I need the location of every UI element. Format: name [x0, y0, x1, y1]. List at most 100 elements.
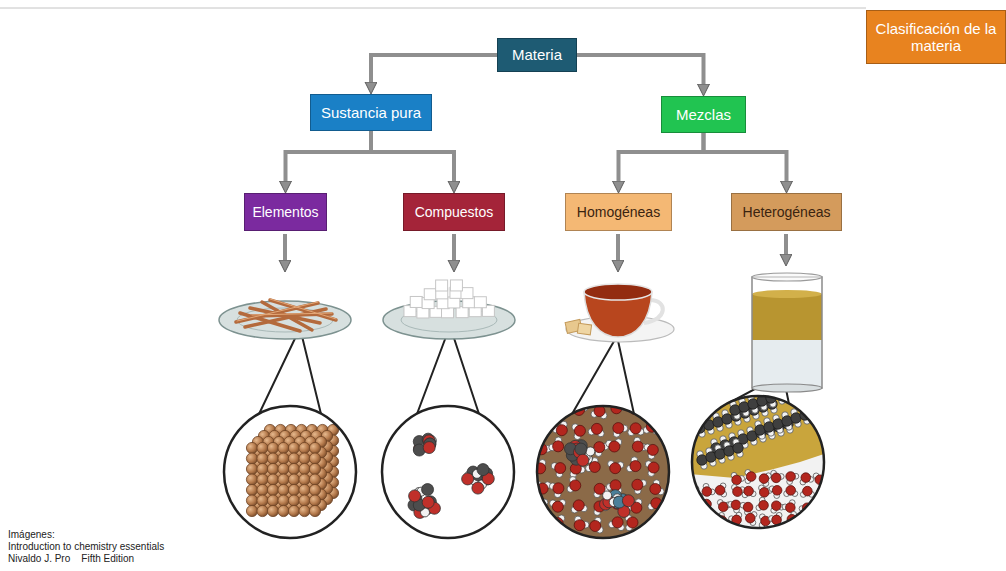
- callout-wedge: [572, 336, 634, 414]
- sugar-cube: [424, 289, 436, 300]
- copper-rod: [270, 300, 336, 320]
- copper-atom: [278, 474, 289, 485]
- oxygen-atom: [772, 501, 782, 511]
- oxygen-atom: [650, 483, 661, 494]
- oil-surface: [752, 290, 822, 298]
- oxygen-atom: [632, 479, 643, 490]
- oxygen-atom: [814, 499, 824, 509]
- copper-atom: [267, 453, 278, 464]
- copper-atom: [267, 484, 278, 495]
- node-label: Heterogéneas: [743, 204, 831, 220]
- credit-line: Nivaldo J. Pro Fifth Edition: [8, 553, 164, 565]
- copper-atom: [278, 505, 289, 516]
- hydrogen-atom: [815, 514, 821, 520]
- node-label: Sustancia pura: [321, 104, 421, 121]
- hydrogen-atom: [695, 419, 701, 425]
- connector-arrow: [371, 55, 497, 86]
- callout-wedge: [259, 328, 321, 414]
- zoom-circle-ground: [537, 406, 669, 538]
- copper-atom: [246, 495, 257, 506]
- oxygen-atom: [732, 475, 742, 485]
- hydrogen-atom: [572, 402, 579, 409]
- copper-atom: [246, 474, 257, 485]
- oxygen-atom: [533, 421, 544, 432]
- oxygen-atom: [648, 462, 659, 473]
- down-arrows: [285, 234, 786, 264]
- hydrogen-atom: [690, 499, 696, 505]
- atom: [462, 473, 474, 485]
- oxygen-atom: [745, 513, 755, 523]
- copper-atom: [267, 505, 278, 516]
- oxygen-atom: [744, 486, 754, 496]
- copper-atom: [299, 484, 310, 495]
- hydrogen-atom: [700, 520, 706, 526]
- hydrogen-atom: [817, 506, 823, 512]
- copper-highlight: [270, 299, 336, 319]
- copper-rods: [236, 300, 336, 331]
- hydrogen-atom: [650, 412, 657, 419]
- oxygen-atom: [786, 486, 796, 496]
- oil-water-glass: [752, 273, 822, 392]
- water-layer: [752, 340, 822, 387]
- oxygen-atom: [533, 521, 544, 532]
- copper-atom: [309, 442, 320, 453]
- oxygen-atom: [613, 423, 624, 434]
- zoom-circle: [692, 396, 824, 528]
- hydrogen-atom: [637, 405, 644, 412]
- copper-atom: [299, 495, 310, 506]
- copper-atom: [278, 495, 289, 506]
- copper-plate: [219, 299, 351, 339]
- hydrogen-atom: [775, 386, 781, 392]
- carbon-atom: [733, 443, 743, 453]
- copper-atom: [267, 463, 278, 474]
- hydrogen-atom: [610, 400, 617, 407]
- connector-arrow: [286, 131, 372, 185]
- oxygen-atom: [689, 516, 699, 526]
- hydrogen-atom: [535, 410, 542, 417]
- connector-arrow: [371, 131, 454, 185]
- hydrogen-atom: [539, 508, 546, 515]
- copper-atom: [288, 474, 299, 485]
- oil-water-molecules: [687, 380, 830, 529]
- hydrogen-atom: [805, 512, 811, 518]
- hydrogen-atom: [537, 517, 544, 524]
- copper-atom: [246, 453, 257, 464]
- copper-atoms: [246, 424, 338, 516]
- copper-atom: [299, 505, 310, 516]
- copper-atom: [288, 505, 299, 516]
- node-label: Compuestos: [415, 204, 494, 220]
- copper-atom: [246, 484, 257, 495]
- oxygen-atom: [786, 472, 796, 482]
- connector-arrow: [704, 133, 787, 185]
- credit-labels: Imágenes:Introduction to chemistry essen…: [8, 529, 164, 565]
- hydrogen-atom: [700, 512, 706, 518]
- hydrogen-atom: [807, 520, 813, 526]
- atom: [603, 491, 612, 500]
- sugar-plate: [383, 280, 515, 339]
- copper-atom: [267, 442, 278, 453]
- hydrogen-atom: [696, 517, 702, 523]
- copper-atom: [278, 442, 289, 453]
- oxygen-atom: [609, 441, 620, 452]
- copper-highlight: [237, 302, 318, 321]
- copper-atom: [309, 505, 320, 516]
- oxygen-atom: [574, 520, 585, 531]
- copper-atom: [257, 463, 268, 474]
- oxygen-atom: [590, 520, 601, 531]
- oxygen-atom: [610, 463, 621, 474]
- hydrogen-atom: [698, 502, 704, 508]
- copper-atom: [278, 463, 289, 474]
- hydrogen-atom: [766, 389, 772, 395]
- atom: [422, 484, 434, 496]
- oxygen-atom: [786, 503, 796, 513]
- node-label: Materia: [512, 46, 562, 63]
- atom: [423, 442, 435, 454]
- copper-atom: [288, 495, 299, 506]
- oxygen-atom: [574, 425, 585, 436]
- atom: [409, 490, 421, 502]
- hydrogen-atom: [530, 422, 537, 429]
- hydrogen-atom: [784, 383, 790, 389]
- hydrogen-atom: [553, 402, 560, 409]
- zoom-circle: [224, 406, 356, 538]
- copper-atom: [278, 484, 289, 495]
